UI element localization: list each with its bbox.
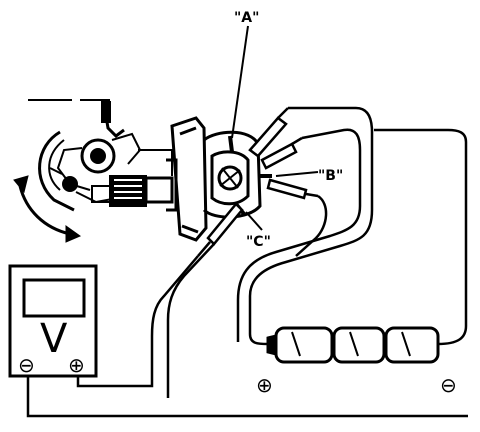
label-terminal-b: "B" (318, 168, 343, 184)
rotation-arrow (13, 175, 82, 243)
probe-a (248, 107, 289, 158)
voltmeter-negative-terminal: ⊖ (18, 353, 35, 377)
battery-positive-symbol: ⊕ (256, 373, 273, 397)
label-terminal-a: "A" (234, 10, 259, 26)
label-leaders (231, 25, 319, 231)
probe-b-upper (260, 136, 303, 170)
battery-pack (266, 326, 440, 364)
label-terminal-c: "C" (246, 234, 271, 250)
probe-b-lower (266, 178, 319, 200)
voltmeter-unit: V (40, 316, 68, 362)
voltmeter-positive-terminal: ⊕ (68, 353, 85, 377)
voltmeter: V (8, 264, 98, 378)
rotor-assembly (28, 99, 174, 212)
battery-negative-symbol: ⊖ (440, 373, 457, 397)
voltmeter-display (22, 278, 86, 318)
probe-c (197, 202, 244, 257)
wires (26, 106, 468, 418)
distributor-housing (166, 116, 272, 242)
